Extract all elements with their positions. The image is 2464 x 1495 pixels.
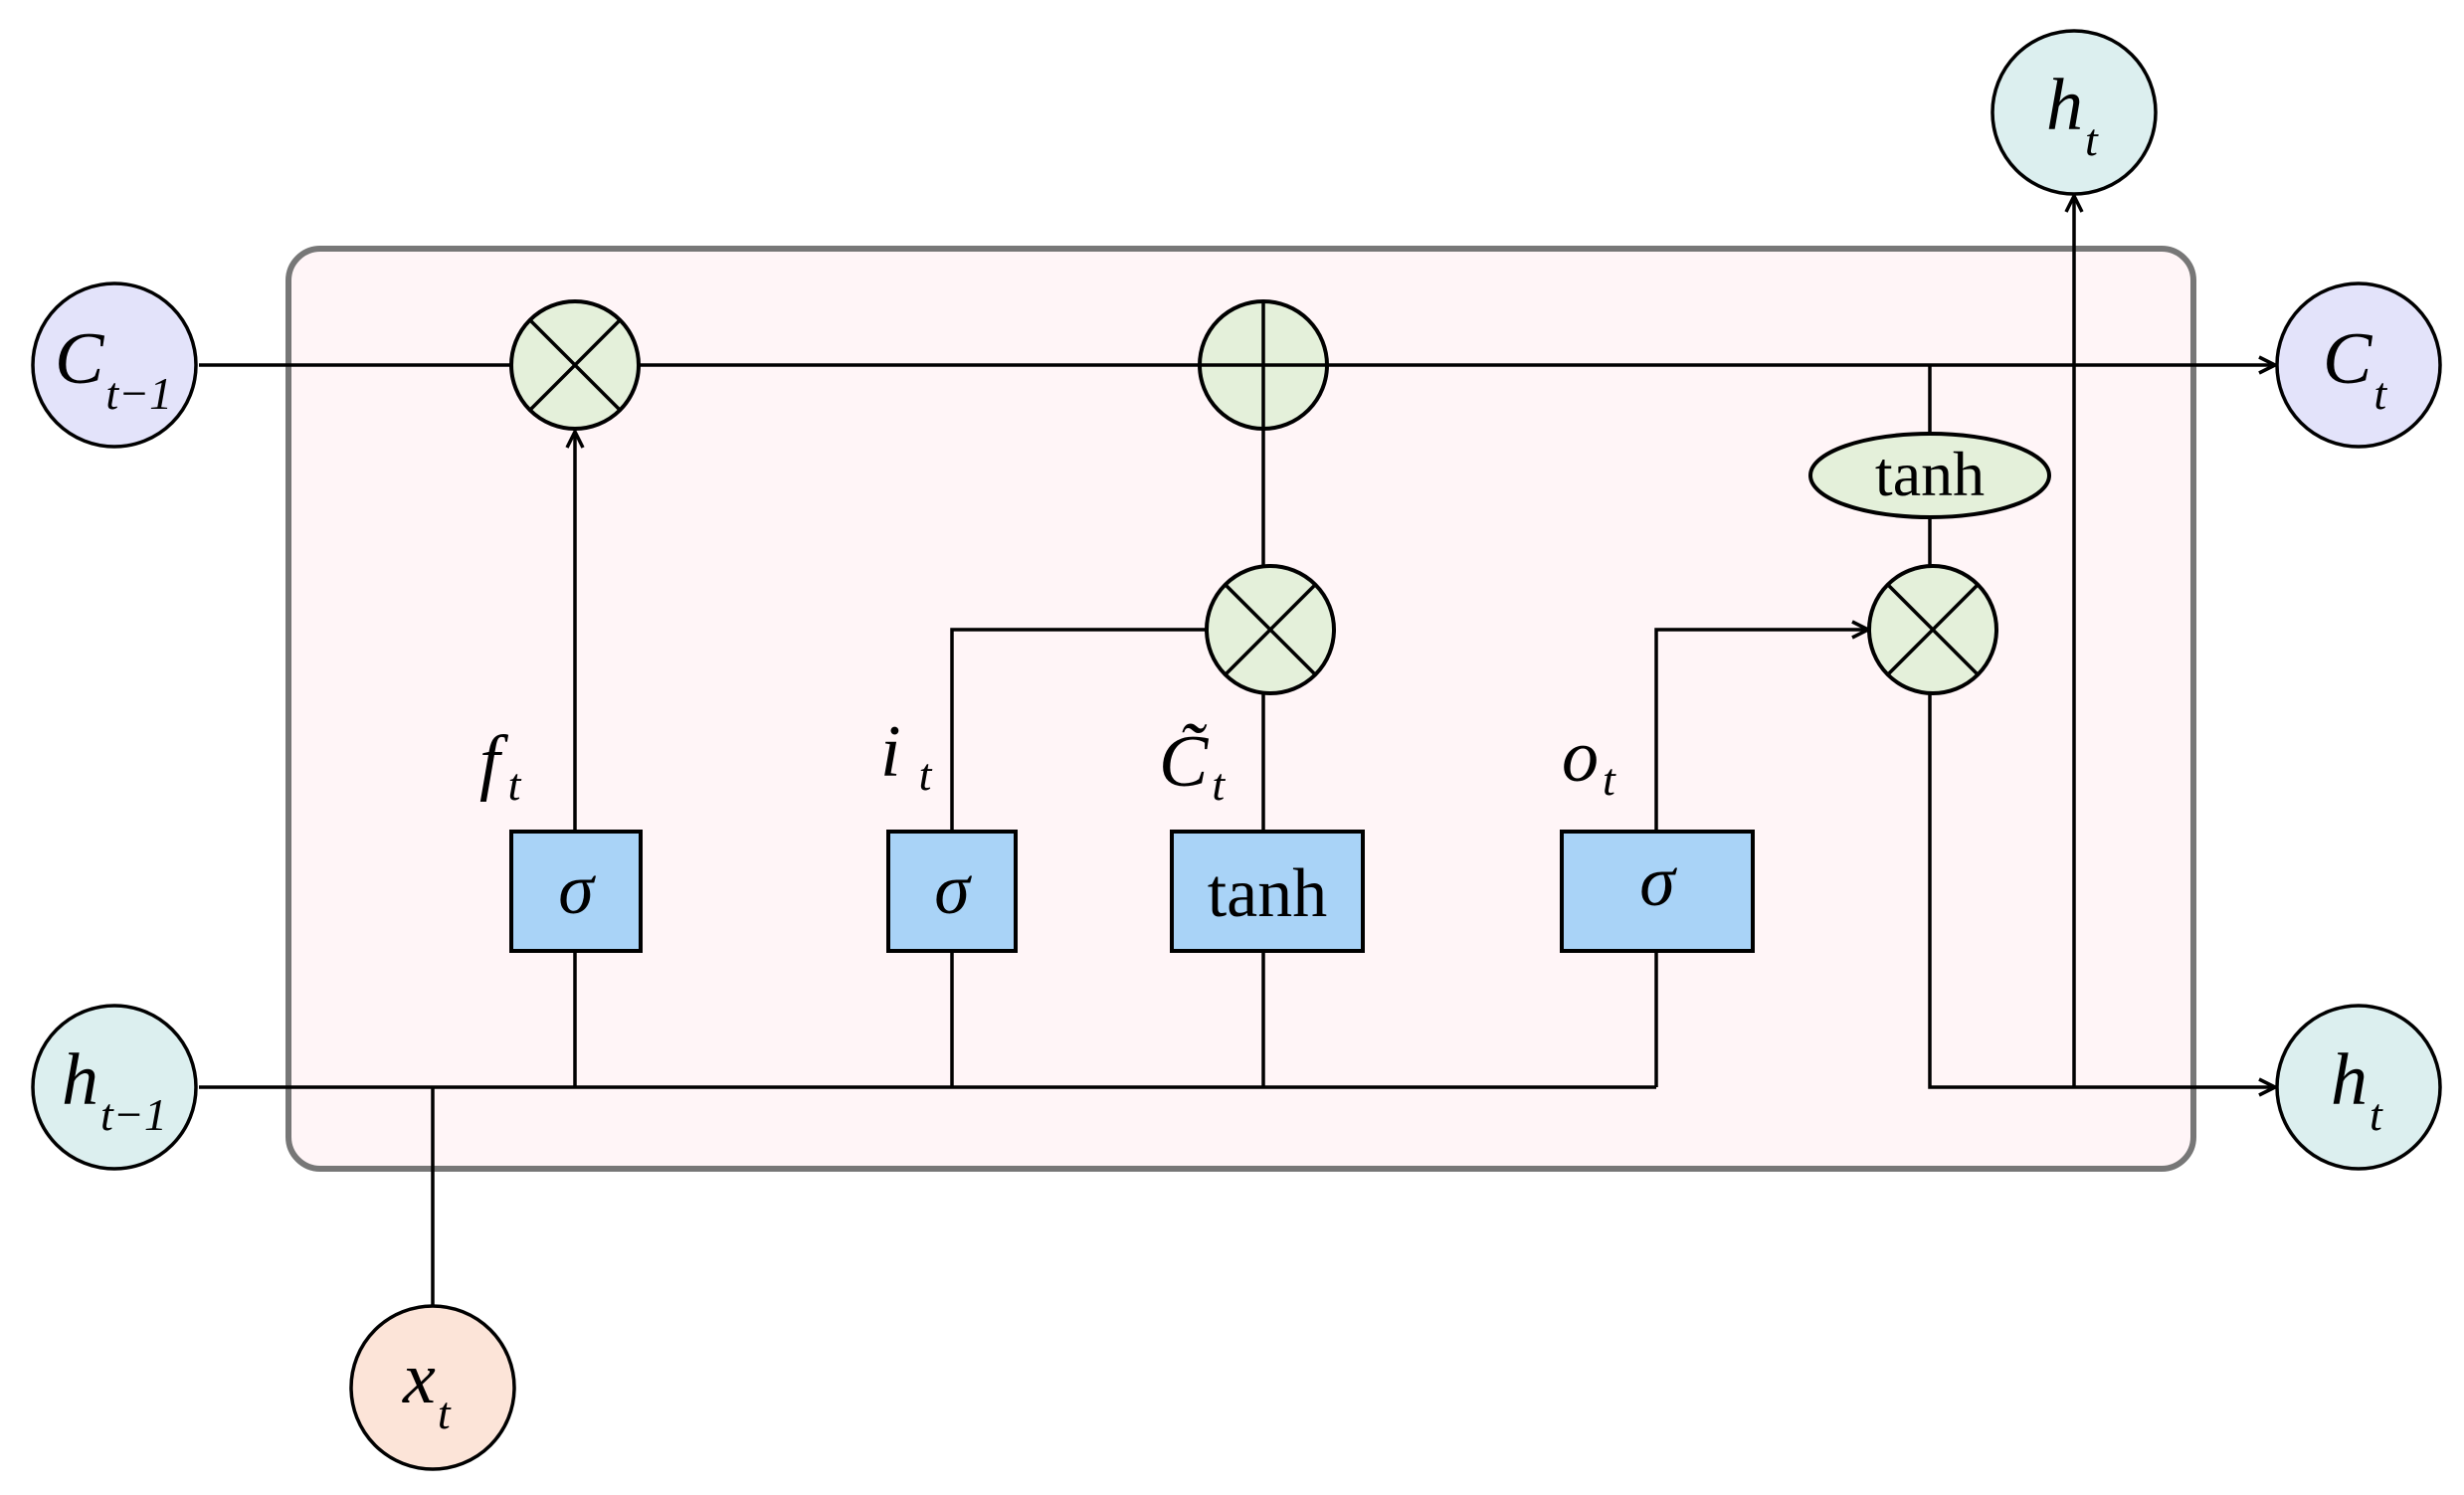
- cell-tanh-label: tanh: [1875, 439, 1985, 509]
- candidate-gate-symbol: tanh: [1208, 855, 1328, 932]
- input-gate: σ: [886, 830, 1018, 953]
- label-o-t: ot: [1562, 716, 1616, 805]
- svg-text:xt: xt: [402, 1338, 452, 1438]
- input-gate-out: [950, 628, 1206, 832]
- input-multiply-op: [1205, 564, 1336, 695]
- node-h-t-top: ht: [1990, 29, 2158, 196]
- cell-tanh: tanh: [1808, 432, 2051, 519]
- input-gate-symbol: σ: [934, 849, 972, 929]
- forget-gate-symbol: σ: [558, 849, 596, 929]
- output-gate-symbol: σ: [1639, 841, 1677, 921]
- svg-text:ht−1: ht−1: [62, 1039, 167, 1140]
- forget-gate: σ: [509, 830, 643, 953]
- output-gate: σ: [1560, 830, 1755, 953]
- output-gate-out: [1654, 630, 1868, 832]
- node-c-prev: Ct−1: [31, 281, 198, 449]
- hidden-output-line: [1928, 691, 2275, 1087]
- forget-multiply-op: [509, 299, 641, 431]
- svg-text:ht: ht: [2331, 1039, 2383, 1140]
- svg-text:ht: ht: [2046, 65, 2099, 165]
- cell-add-op: [1198, 299, 1329, 431]
- node-h-prev: ht−1: [31, 1004, 198, 1171]
- node-c-t: Ct: [2275, 281, 2442, 449]
- node-h-t-right: ht: [2275, 1004, 2442, 1171]
- svg-text:Ct: Ct: [2323, 318, 2387, 419]
- node-x-t: xt: [349, 1304, 516, 1471]
- connections: [199, 196, 2275, 1306]
- svg-text:Ct−1: Ct−1: [55, 318, 172, 419]
- label-c-tilde-t: C̃t: [1159, 721, 1226, 810]
- output-multiply-op: [1867, 564, 1998, 695]
- candidate-gate: tanh: [1170, 830, 1365, 953]
